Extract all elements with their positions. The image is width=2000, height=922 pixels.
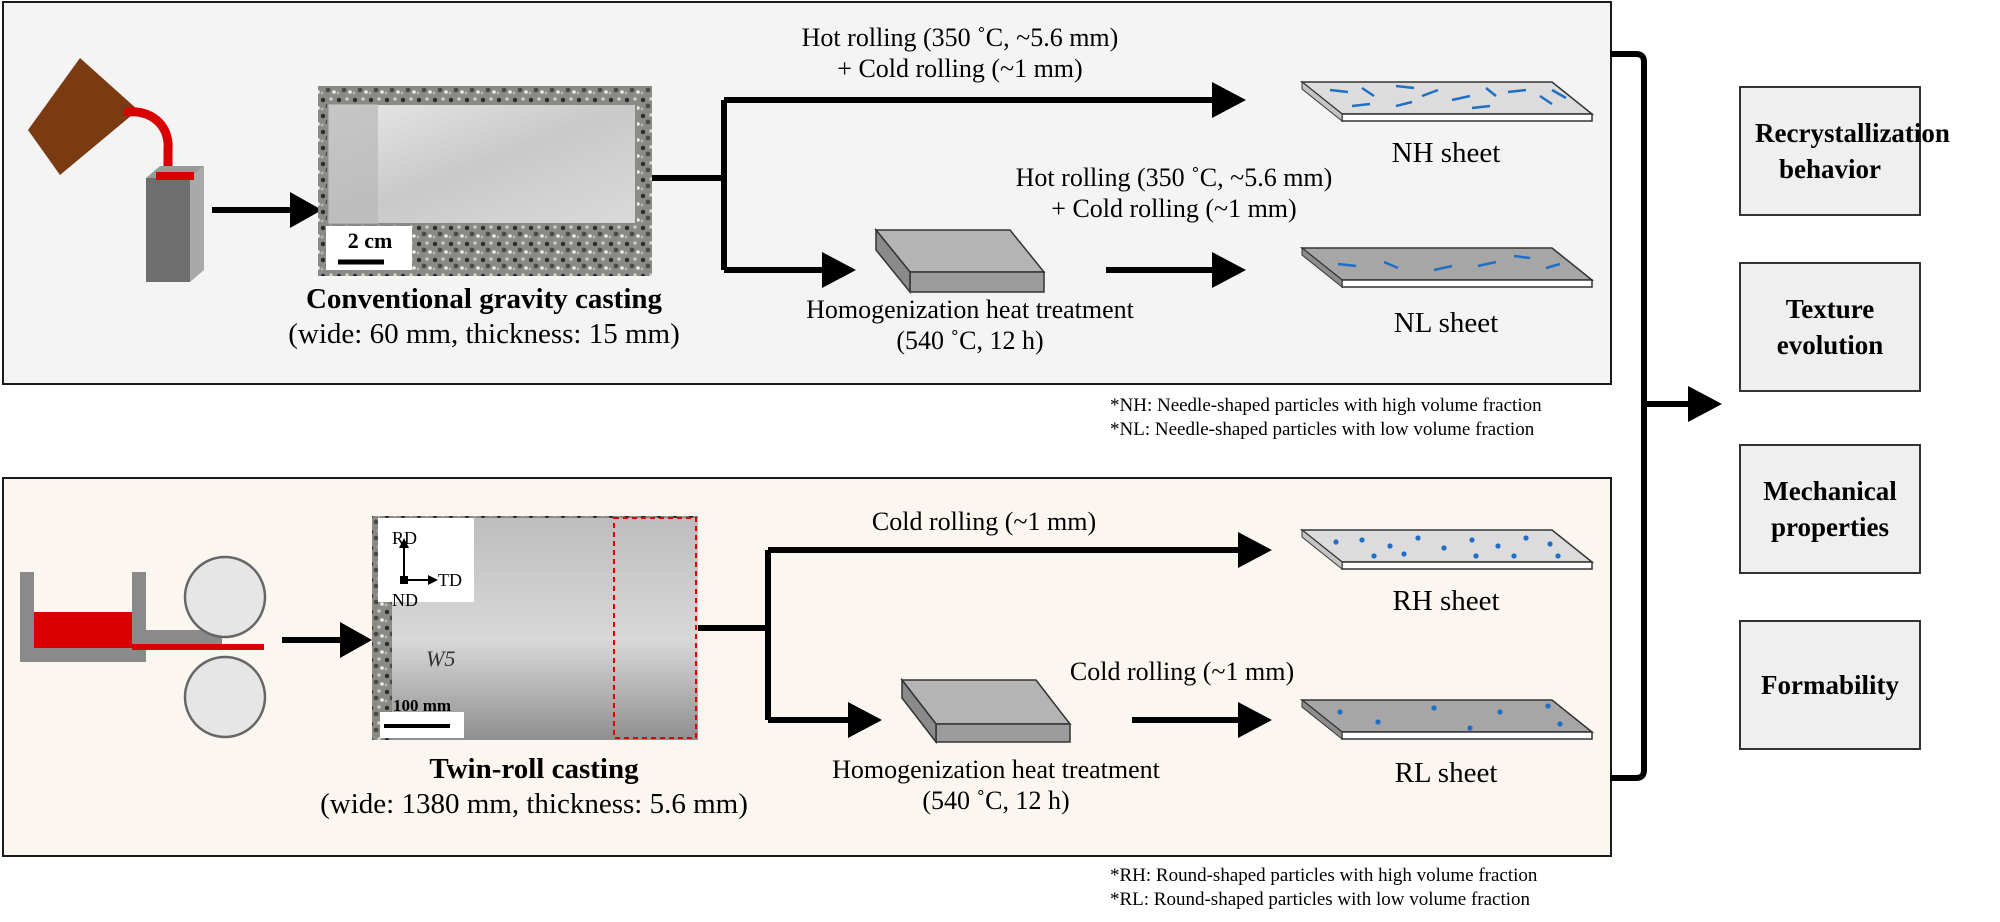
bottom-branch-lines [698,532,1272,738]
bottom-homog-line2: (540 ˚C, 12 h) [922,786,1070,816]
twin-roll-casting-caption: Twin-roll casting (wide: 1380 mm, thickn… [284,752,784,822]
rl-sheet-label: RL sheet [1394,757,1498,789]
rl-footnote: *RL: Round-shaped particles with low vol… [1110,888,1531,910]
top-process1-label: Hot rolling (350 ˚C, ~5.6 mm) + Cold rol… [740,22,1180,84]
top-homog-line1: Homogenization heat treatment [806,295,1134,324]
bottom-homog-line1: Homogenization heat treatment [832,755,1160,784]
axis-rd-label: RD [392,528,418,548]
rl-sheet-graphic [1299,698,1595,741]
outcome-label: Formability [1761,669,1899,700]
homogenized-block-bottom [900,677,1072,745]
top-process1-line2: + Cold rolling (~1 mm) [837,54,1083,84]
nh-footnote: *NH: Needle-shaped particles with high v… [1110,395,1542,416]
axis-nd-label: ND [392,590,418,610]
arrow-to-strip [282,622,372,658]
top-footnotes: *NH: Needle-shaped particles with high v… [1110,394,1542,442]
top-branch-lines [652,82,1246,288]
nl-footnote: *NL: Needle-shaped particles with low vo… [1110,418,1535,440]
bottom-footnotes: *RH: Round-shaped particles with high vo… [1110,864,1537,912]
gravity-casting-dimensions: (wide: 60 mm, thickness: 15 mm) [288,317,680,350]
gravity-casting-panel [2,1,1612,385]
outcome-label: Texture evolution [1776,293,1884,360]
rh-footnote: *RH: Round-shaped particles with high vo… [1110,865,1538,886]
gravity-casting-caption: Conventional gravity casting (wide: 60 m… [244,282,724,352]
rh-sheet-label: RH sheet [1392,585,1500,617]
outcome-recrystallization-behavior: Recrystallization behavior [1739,86,1950,216]
top-homogenization-label: Homogenization heat treatment (540 ˚C, 1… [780,294,1160,356]
outcome-bracket [1610,51,1722,781]
twin-roll-caster-icon [20,555,267,739]
top-process2-label: Hot rolling (350 ˚C, ~5.6 mm) + Cold rol… [954,162,1394,224]
top-process2-line1: Hot rolling (350 ˚C, ~5.6 mm) [1015,163,1333,192]
gravity-cast-ingot-photo [318,86,652,276]
top-process1-line1: Hot rolling (350 ˚C, ~5.6 mm) [801,23,1119,52]
mold-icon [146,166,204,282]
top-scale-bar-label: 2 cm [347,228,393,253]
homogenized-block-top [874,227,1046,295]
outcome-label: Recrystallization behavior [1755,117,1950,184]
nh-sheet-label: NH sheet [1391,137,1501,169]
twin-roll-casting-dimensions: (wide: 1380 mm, thickness: 5.6 mm) [320,787,748,820]
top-homog-line2: (540 ˚C, 12 h) [896,326,1044,356]
nl-sheet-graphic [1299,246,1595,289]
gravity-casting-title: Conventional gravity casting [305,283,663,315]
rh-sheet-graphic [1299,528,1595,571]
outcome-texture-evolution: Texture evolution [1739,262,1921,392]
bottom-process1-label: Cold rolling (~1 mm) [871,507,1097,536]
top-process2-line2: + Cold rolling (~1 mm) [1051,194,1297,224]
outcome-formability: Formability [1739,620,1921,750]
outcome-label: Mechanical properties [1763,475,1897,542]
bottom-scale-bar-label: 100 mm [392,696,452,715]
twin-roll-casting-title: Twin-roll casting [429,753,639,785]
bottom-process2-label: Cold rolling (~1 mm) [1069,657,1295,686]
bottom-homogenization-label: Homogenization heat treatment (540 ˚C, 1… [806,754,1186,816]
axis-td-label: TD [438,570,462,590]
ladle-icon [28,58,173,183]
arrow-to-ingot [212,192,322,228]
sample-mark: W5 [426,646,456,671]
nh-sheet-graphic [1299,80,1595,123]
outcome-mechanical-properties: Mechanical properties [1739,444,1921,574]
twin-roll-strip-photo [372,516,698,740]
nl-sheet-label: NL sheet [1393,307,1499,339]
